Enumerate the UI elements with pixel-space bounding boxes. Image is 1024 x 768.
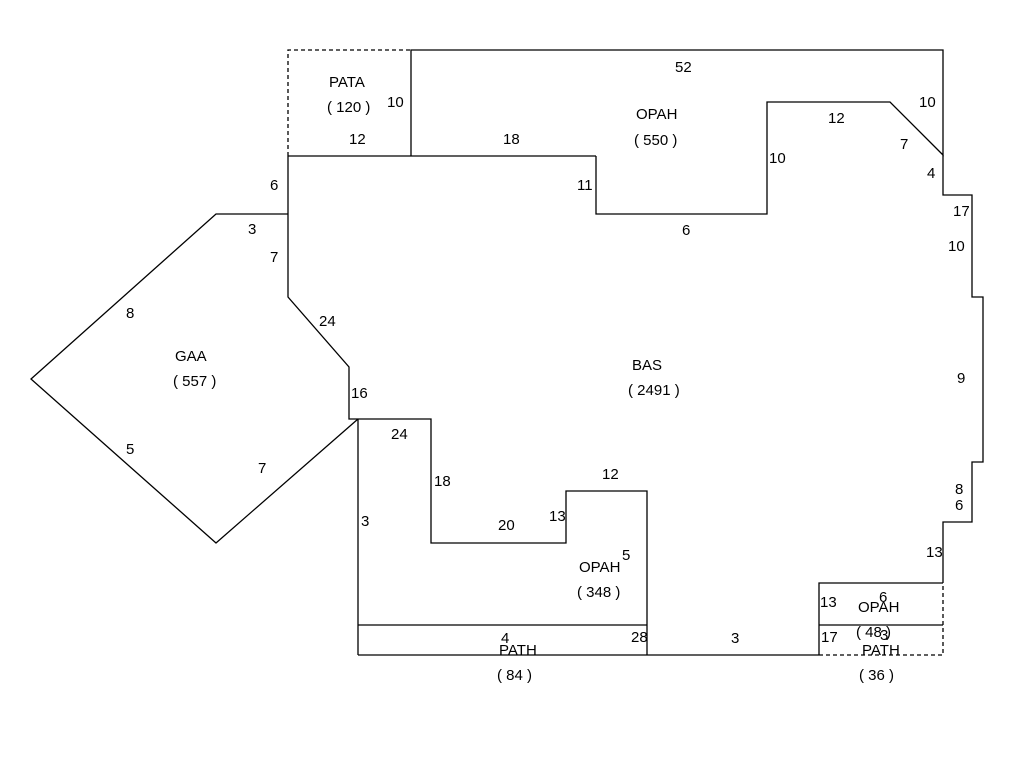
dimension-label: 10 bbox=[769, 150, 786, 167]
dimension-label: 18 bbox=[503, 131, 520, 148]
area-name-opah-right: OPAH bbox=[858, 599, 899, 616]
dimension-label: 24 bbox=[319, 313, 336, 330]
dimension-label: 3 bbox=[880, 627, 888, 644]
dimension-label: 5 bbox=[126, 441, 134, 458]
gaa-outline bbox=[30, 213, 359, 544]
dimension-label: 13 bbox=[926, 544, 943, 561]
dimension-label: 4 bbox=[501, 630, 509, 647]
dimension-label: 8 bbox=[955, 481, 963, 498]
dimension-label: 6 bbox=[955, 497, 963, 514]
area-name-pata: PATA bbox=[329, 74, 365, 91]
dimension-label: 52 bbox=[675, 59, 692, 76]
opah-right-outline bbox=[818, 582, 943, 655]
dimension-label: 3 bbox=[248, 221, 256, 238]
area-name-opah-top: OPAH bbox=[636, 106, 677, 123]
dimension-label: 12 bbox=[349, 131, 366, 148]
dimension-label: 6 bbox=[682, 222, 690, 239]
bas-left-edge bbox=[287, 156, 358, 420]
dimension-label: 7 bbox=[900, 136, 908, 153]
bas-outline bbox=[288, 155, 984, 583]
area-size-opah-mid: ( 348 ) bbox=[577, 584, 620, 601]
area-name-gaa: GAA bbox=[175, 348, 207, 365]
dimension-label: 18 bbox=[434, 473, 451, 490]
dimension-label: 10 bbox=[387, 94, 404, 111]
dimension-label: 10 bbox=[948, 238, 965, 255]
dimension-label: 20 bbox=[498, 517, 515, 534]
area-name-path-left: PATH bbox=[499, 642, 537, 659]
dimension-label: 16 bbox=[351, 385, 368, 402]
opah-top-outline bbox=[410, 49, 944, 215]
dimension-label: 17 bbox=[821, 629, 838, 646]
area-size-opah-top: ( 550 ) bbox=[634, 132, 677, 149]
dimension-label: 12 bbox=[828, 110, 845, 127]
dimension-label: 7 bbox=[258, 460, 266, 477]
dimension-label: 6 bbox=[270, 177, 278, 194]
dimension-label: 8 bbox=[126, 305, 134, 322]
dimension-label: 13 bbox=[820, 594, 837, 611]
dimension-label: 13 bbox=[549, 508, 566, 525]
area-name-opah-mid: OPAH bbox=[579, 559, 620, 576]
dimension-label: 6 bbox=[879, 589, 887, 606]
dimension-label: 10 bbox=[919, 94, 936, 111]
dimension-label: 4 bbox=[927, 165, 935, 182]
area-size-gaa: ( 557 ) bbox=[173, 373, 216, 390]
dimension-label: 3 bbox=[361, 513, 369, 530]
dimension-label: 24 bbox=[391, 426, 408, 443]
dimension-label: 11 bbox=[577, 177, 593, 194]
path-left-outline bbox=[358, 624, 819, 656]
area-size-opah-right: ( 48 ) bbox=[856, 624, 891, 641]
area-name-bas: BAS bbox=[632, 357, 662, 374]
area-name-path-right: PATH bbox=[862, 642, 900, 659]
pata-outline bbox=[287, 49, 411, 156]
dimension-label: 3 bbox=[731, 630, 739, 647]
area-size-bas: ( 2491 ) bbox=[628, 382, 680, 399]
area-size-pata: ( 120 ) bbox=[327, 99, 370, 116]
dimension-label: 9 bbox=[957, 370, 965, 387]
dimension-label: 7 bbox=[270, 249, 278, 266]
path-right-outline bbox=[819, 583, 944, 656]
area-size-path-right: ( 36 ) bbox=[859, 667, 894, 684]
dimension-label: 17 bbox=[953, 203, 970, 220]
dimension-label: 12 bbox=[602, 466, 619, 483]
dimension-label: 28 bbox=[631, 629, 648, 646]
opah-mid-outline bbox=[358, 418, 648, 655]
area-size-path-left: ( 84 ) bbox=[497, 667, 532, 684]
dimension-label: 5 bbox=[622, 547, 630, 564]
